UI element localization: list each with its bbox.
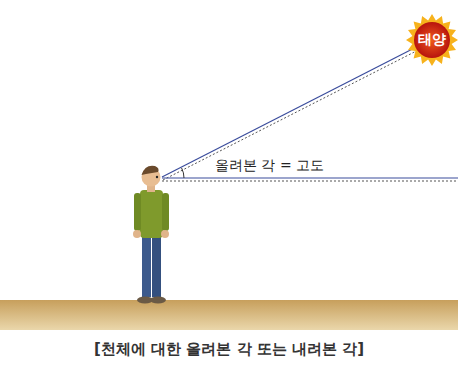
horizontal-line xyxy=(162,178,458,181)
sun-circle: 태양 xyxy=(406,14,458,66)
observer-figure xyxy=(133,166,169,304)
sun-label: 태양 xyxy=(418,31,446,49)
figure-caption: [천체에 대한 올려본 각 또는 내려본 각] xyxy=(94,340,364,359)
angle-label: 올려본 각 = 고도 xyxy=(215,157,324,174)
sight-line xyxy=(162,39,434,180)
ground-band xyxy=(0,300,458,330)
angle-arc xyxy=(182,168,184,178)
